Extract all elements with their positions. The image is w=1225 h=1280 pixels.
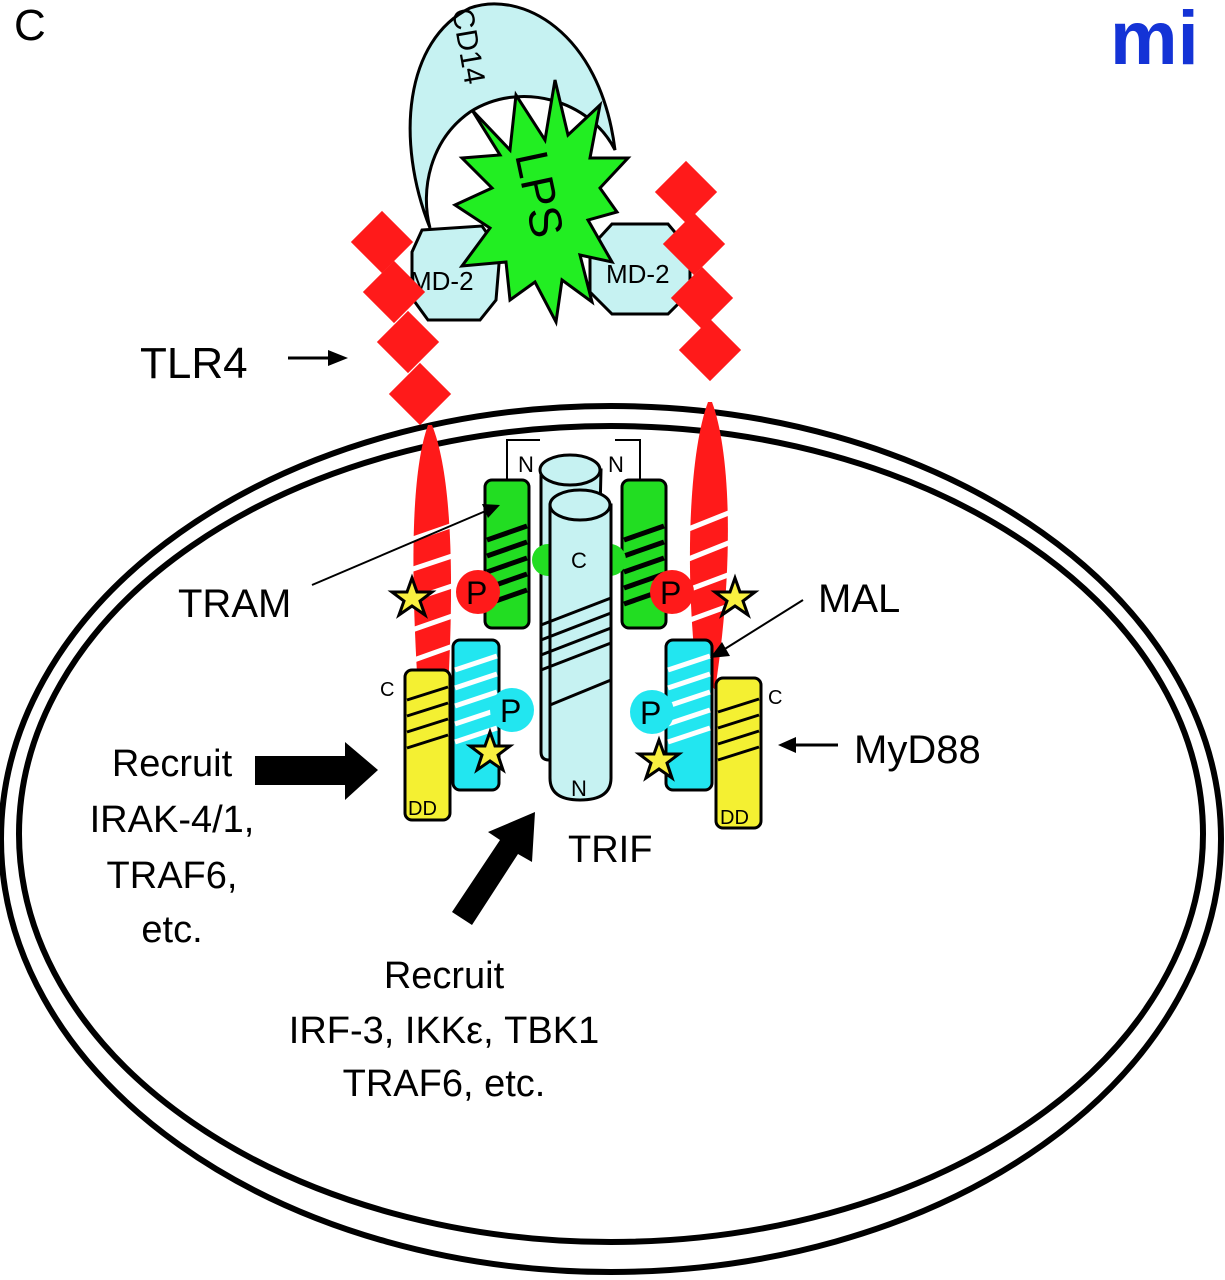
mal-right-stripes [667,653,711,745]
tlr4-arrow [288,350,348,366]
star-icon [465,727,515,774]
svg-text:P: P [660,575,681,611]
cell-membrane-inner [16,423,1206,1245]
tram-right-tether [615,439,641,480]
star-icon [710,573,760,619]
myd88-right-stripes [717,697,760,762]
trif-stripes [540,596,612,707]
trif-front-cylinder-top [548,488,612,522]
myd88-right-dd: DD [720,807,749,829]
svg-text:IRAK-4/1,: IRAK-4/1, [90,799,255,841]
svg-text:P: P [466,575,487,611]
trif-n-label: N [571,776,587,801]
tram-left-n-label: N [518,452,534,477]
md2-right-label: MD-2 [606,259,670,289]
recruit-left-text: Recruit IRAK-4/1, TRAF6, etc. [90,743,255,951]
tlr4-left-stripes [409,521,459,663]
svg-text:etc.: etc. [141,909,202,951]
trif-front-cylinder [548,503,613,802]
phospho-cyan-right: P [630,690,674,734]
tlr4-right-ectodomain [654,160,742,382]
svg-text:P: P [640,695,661,731]
phospho-cyan-left: P [490,688,534,732]
myd88-pointer [778,737,838,753]
cd14-shape [408,2,617,229]
panel-label: C [14,1,46,50]
tram-label: TRAM [178,582,291,626]
tram-pointer [311,504,500,586]
tlr4-label: TLR4 [140,339,248,388]
myd88-label: MyD88 [854,728,981,772]
tram-left-tether [506,439,540,480]
mal-label: MAL [818,577,900,621]
phospho-red-right: P [650,570,694,614]
trif-c-label: C [571,548,587,573]
svg-text:IRF-3, IKKε, TBK1: IRF-3, IKKε, TBK1 [289,1010,599,1052]
recruit-trif-arrow [452,812,535,925]
star-icon [387,573,437,619]
myd88-left-c: C [380,679,394,701]
myd88-left-stripes [406,685,449,750]
trif-back-cylinder-top [538,453,602,487]
svg-text:Recruit: Recruit [384,955,505,997]
star-icon [634,735,684,782]
lps-shape [451,79,632,327]
tlr4-left-ectodomain [350,210,452,426]
svg-text:P: P [500,693,521,729]
tram-right-n-label: N [608,452,624,477]
trif-label: TRIF [568,829,652,871]
mal-pointer [710,599,804,658]
svg-text:Recruit: Recruit [112,743,233,785]
svg-text:TRAF6, etc.: TRAF6, etc. [343,1063,546,1105]
cell-membrane-outer [0,403,1224,1275]
journal-logo: mi [1110,0,1199,81]
logo-text: mi [1110,0,1199,81]
recruit-bottom-text: Recruit IRF-3, IKKε, TBK1 TRAF6, etc. [289,955,599,1105]
myd88-left-dd: DD [408,798,437,820]
svg-text:TRAF6,: TRAF6, [107,855,238,897]
myd88-right-c: C [768,687,782,709]
recruit-myd88-arrow [255,742,378,800]
mal-left-stripes [454,653,498,745]
phospho-red-left: P [456,570,500,614]
